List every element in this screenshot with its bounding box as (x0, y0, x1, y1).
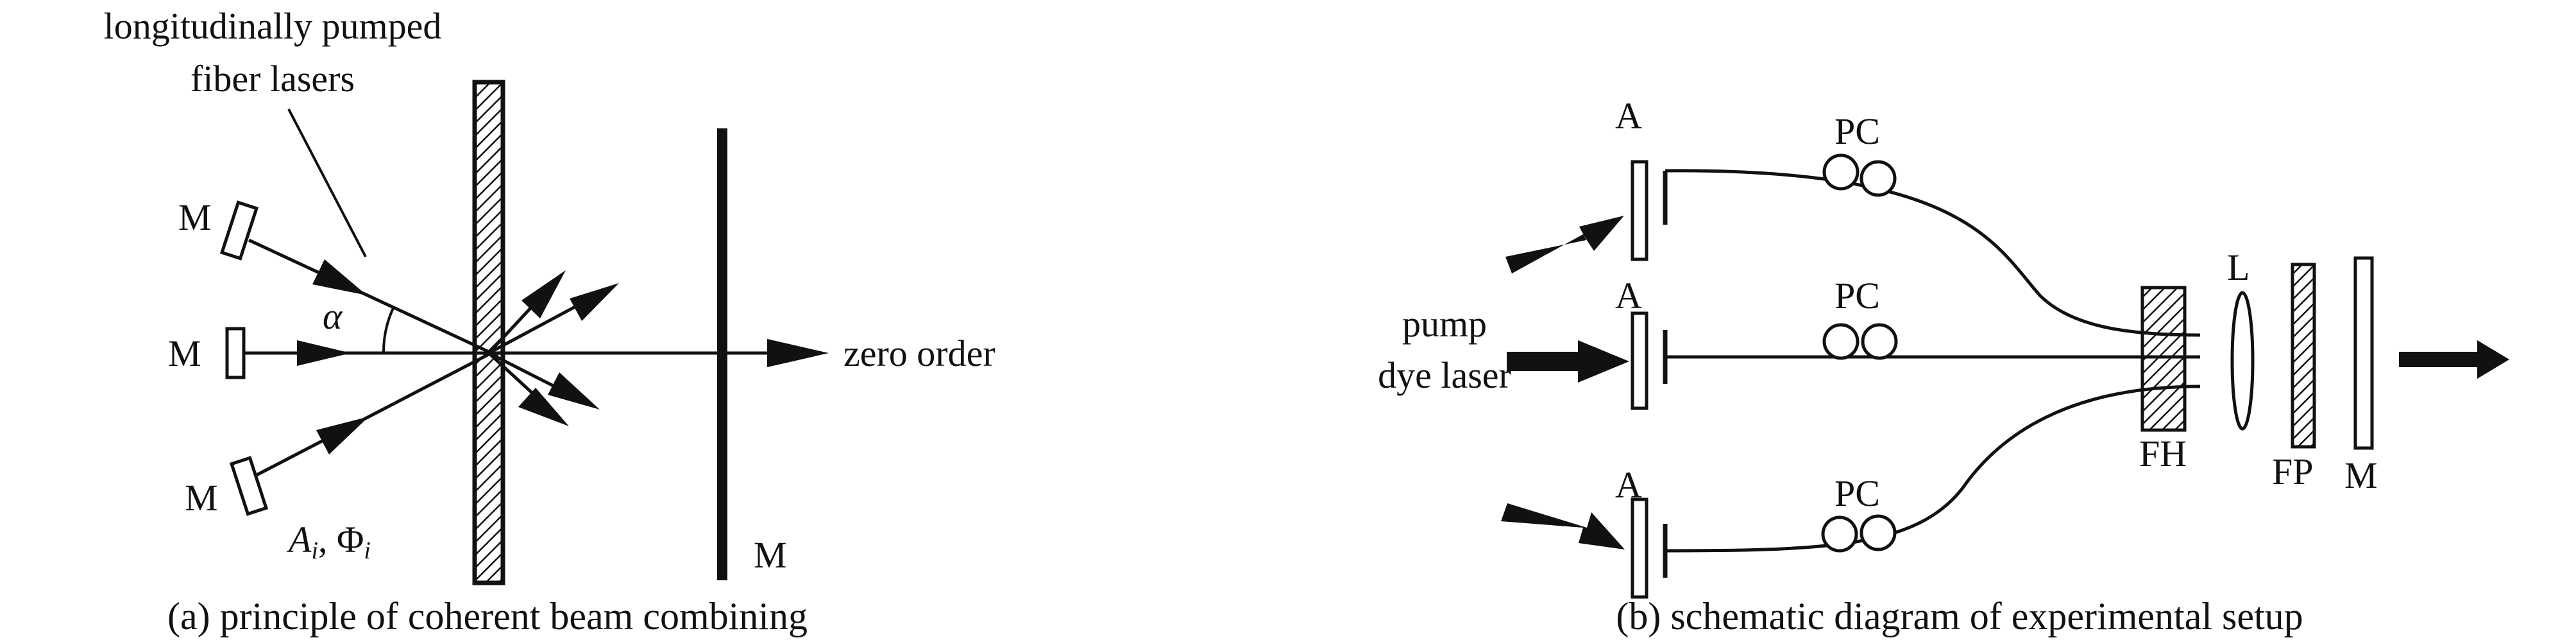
pc-middle-loop-1 (1822, 323, 1860, 360)
pc-middle-loop-2 (1861, 323, 1898, 360)
caption-b: (b) schematic diagram of experimental se… (1616, 595, 2303, 637)
grating-element (472, 80, 505, 585)
fiber-top (1665, 169, 2201, 337)
lens-label: L (2227, 246, 2250, 288)
mirror-label-middle: M (168, 333, 201, 374)
panel-b: pump dye laser A A A (1378, 95, 2509, 637)
arrow-beam-middle (297, 340, 351, 366)
fiber-holder (2140, 286, 2187, 432)
aperture-label-middle: A (1615, 275, 1642, 316)
mirror-label-b: M (2344, 454, 2378, 496)
diffracted-arrow-2 (570, 283, 619, 321)
mirror-label-bottom: M (185, 477, 218, 519)
zero-order-label: zero order (843, 333, 996, 374)
caption-a: (a) principle of coherent beam combining (167, 595, 808, 637)
output-mirror-b (2353, 256, 2374, 450)
mirror-label-top: M (178, 196, 212, 238)
pc-label-bottom: PC (1835, 472, 1880, 514)
fabry-perot (2291, 263, 2316, 449)
arrow-beam-top (312, 259, 367, 295)
beam-top (248, 238, 490, 354)
output-arrow (2399, 340, 2509, 379)
pump-arrow-middle (1507, 340, 1629, 383)
pc-label-middle: PC (1835, 275, 1880, 316)
pc-top-loop-2 (1860, 160, 1897, 197)
aperture-label-top: A (1615, 95, 1642, 137)
angle-label: α (323, 295, 343, 337)
fabry-perot-label: FP (2272, 451, 2314, 492)
pc-label-top: PC (1835, 110, 1880, 152)
callout-line-2: fiber lasers (191, 58, 355, 99)
mirror-middle (225, 327, 246, 379)
diffracted-arrow-1 (521, 270, 566, 318)
aperture-middle (1631, 311, 1648, 410)
aperture-top (1631, 160, 1648, 261)
zero-order-arrow (767, 339, 829, 367)
angle-arc (382, 307, 394, 354)
mirror-bottom (229, 456, 269, 516)
pc-bottom-loop-2 (1860, 514, 1897, 551)
pump-arrow-top (1505, 216, 1624, 273)
amplitude-phase-label: Ai, Φi (286, 519, 371, 564)
pc-bottom-loop-1 (1821, 515, 1858, 553)
fiber-bottom (1665, 385, 2201, 553)
aperture-label-bottom: A (1615, 464, 1642, 506)
mirror-top (219, 200, 259, 261)
fiber-holder-label: FH (2139, 433, 2187, 474)
panel-a: longitudinally pumped fiber lasers zero … (104, 5, 996, 637)
lens (2230, 291, 2255, 431)
pump-arrow-bottom (1501, 503, 1625, 549)
beam-bottom (255, 352, 490, 477)
callout-leader (287, 108, 367, 257)
diffracted-arrow-4 (548, 372, 600, 410)
pc-top-loop-1 (1822, 153, 1860, 191)
diffracted-arrow-3 (518, 388, 569, 426)
pump-label-line-2: dye laser (1378, 354, 1511, 396)
arrow-beam-bottom (316, 417, 369, 454)
aperture-bottom (1631, 497, 1648, 599)
output-mirror-label: M (754, 534, 787, 576)
pump-label-line-1: pump (1402, 303, 1487, 345)
callout-line-1: longitudinally pumped (104, 5, 442, 47)
